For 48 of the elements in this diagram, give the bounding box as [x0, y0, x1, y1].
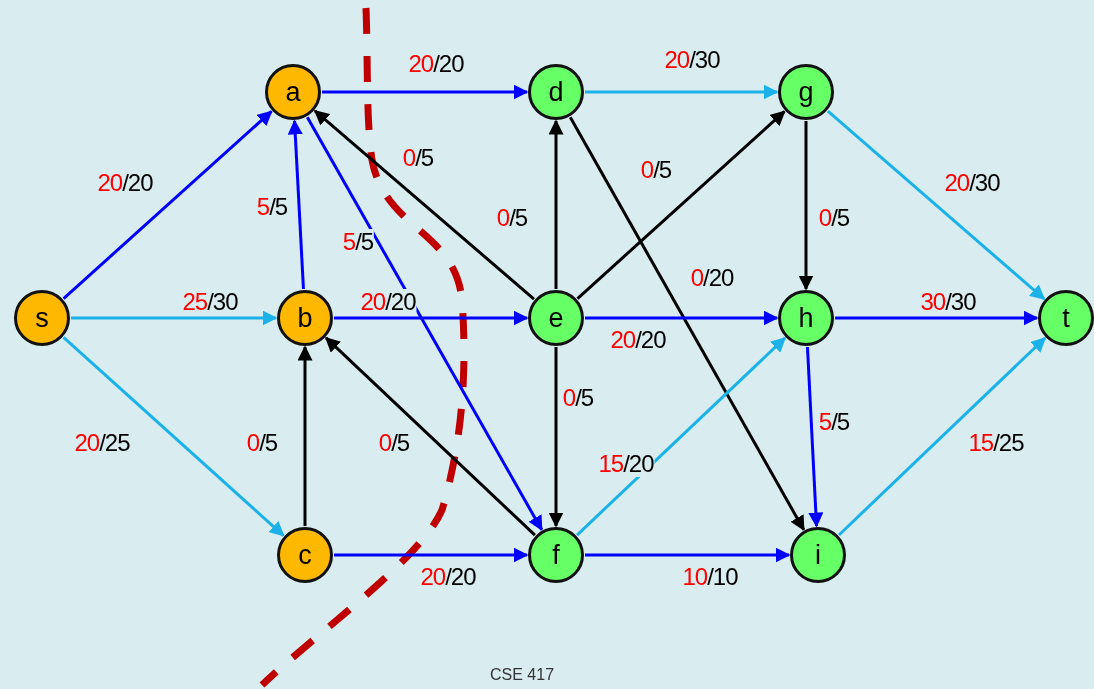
arrow [297, 345, 313, 526]
arrow [313, 109, 535, 301]
node-circle [14, 290, 70, 346]
arrow [826, 109, 1046, 301]
node-label: c [298, 541, 312, 569]
arrow [585, 84, 779, 100]
node-label: d [548, 78, 564, 106]
arrow [322, 84, 529, 100]
arrow [548, 347, 564, 528]
arrow [334, 547, 529, 563]
arrow [568, 116, 806, 532]
node-label: t [1062, 304, 1070, 332]
node-label: g [798, 78, 814, 106]
node-circle [1038, 290, 1094, 346]
arrow [576, 110, 786, 300]
arrow [805, 346, 824, 528]
arrow [325, 336, 536, 537]
node-label: b [297, 304, 313, 332]
node-circle [778, 290, 834, 346]
node-label: e [548, 304, 564, 332]
node-circle [790, 527, 846, 583]
arrow [287, 119, 305, 290]
arrow [576, 336, 787, 537]
node-circle [778, 64, 834, 120]
node-label: s [35, 304, 49, 332]
node-circle [528, 290, 584, 346]
node-circle [528, 527, 584, 583]
node-label: i [815, 541, 821, 569]
arrow [548, 119, 564, 289]
arrow [837, 336, 1047, 537]
node-label: h [798, 304, 814, 332]
arrow [798, 121, 814, 291]
arrow [71, 310, 278, 326]
node-circle [277, 290, 333, 346]
node-circle [528, 64, 584, 120]
footer-text: CSE 417 [490, 666, 555, 684]
arrow [334, 310, 529, 326]
arrow [585, 310, 779, 326]
node-label: f [552, 541, 560, 569]
arrow [306, 116, 543, 532]
edge-label: 20/20 [359, 289, 417, 315]
arrow [835, 310, 1039, 326]
arrow [62, 110, 273, 300]
node-label: a [285, 78, 301, 106]
node-circle [277, 527, 333, 583]
arrow [62, 336, 285, 537]
node-circle [265, 64, 321, 120]
arrow [585, 547, 791, 563]
